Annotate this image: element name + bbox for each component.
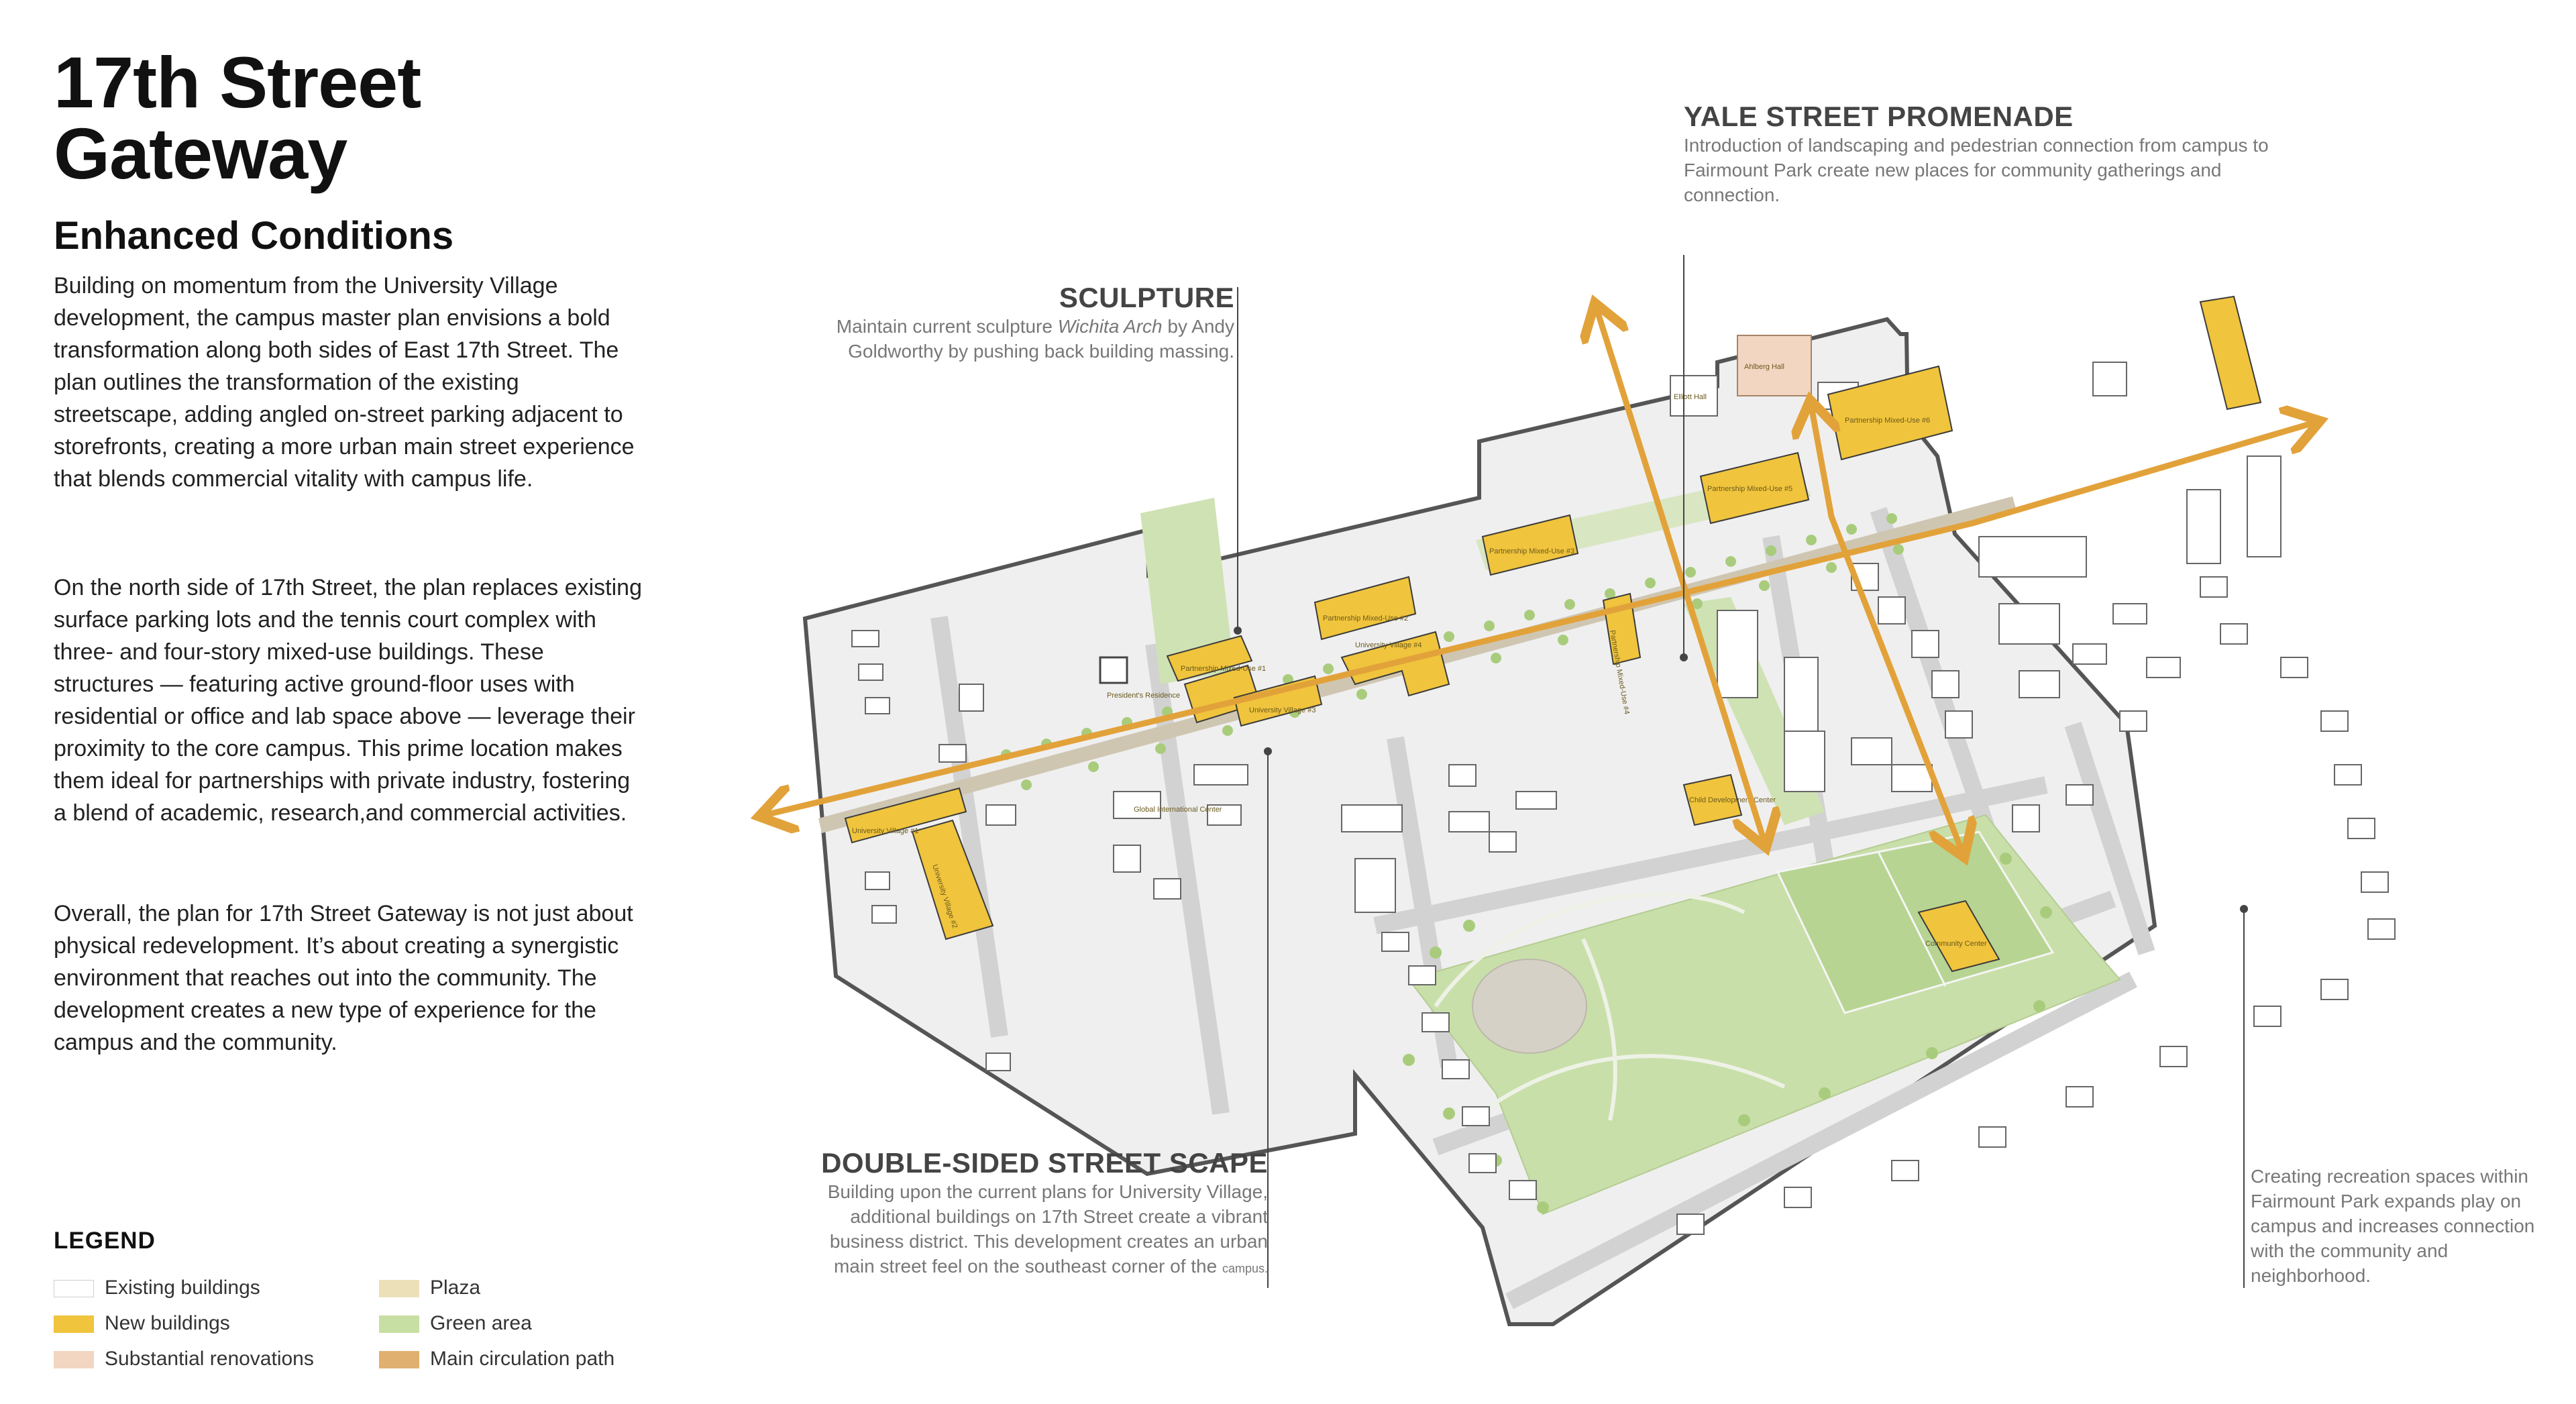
new-buildings xyxy=(844,295,2262,973)
callout-leaders xyxy=(1237,255,2245,1288)
intro-paragraph-2: On the north side of 17th Street, the pl… xyxy=(54,575,642,826)
legend-title: LEGEND xyxy=(54,1228,156,1254)
label-partnership-6: Partnership Mixed-Use #6 xyxy=(1845,417,1930,425)
callout-double-body: Building upon the current plans for Univ… xyxy=(798,1179,1268,1281)
label-elliott-hall: Elliott Hall xyxy=(1674,393,1707,401)
field-divider xyxy=(1877,851,1947,987)
label-ahlberg-hall: Ahlberg Hall xyxy=(1744,363,1784,371)
legend-swatch-green xyxy=(379,1315,419,1334)
title-line-1: 17th Street xyxy=(54,42,421,123)
label-presidents-residence: President's Residence xyxy=(1107,692,1180,700)
label-child-development: Child Development Center xyxy=(1689,796,1776,804)
callout-recreation-body: Creating recreation spaces within Fairmo… xyxy=(2251,1166,2535,1286)
legend-label: Plaza xyxy=(430,1277,481,1299)
callout-double-sided-streetscape: DOUBLE-SIDED STREET SCAPE Building upon … xyxy=(798,1147,1268,1281)
park-paths xyxy=(1434,892,1786,1129)
callout-sculpture-text-em: Wichita Arch xyxy=(1057,316,1163,337)
callout-yale-street-promenade: YALE STREET PROMENADE Introduction of la… xyxy=(1684,101,2288,207)
section-subtitle: Enhanced Conditions xyxy=(54,214,454,258)
label-community-center: Community Center xyxy=(1925,940,1987,948)
legend-label: Main circulation path xyxy=(430,1348,615,1370)
label-partnership-1: Partnership Mixed-Use #1 xyxy=(1181,665,1266,673)
legend-swatch-plaza xyxy=(379,1280,419,1298)
legend-label: Green area xyxy=(430,1312,532,1334)
label-partnership-2: Partnership Mixed-Use #2 xyxy=(1323,614,1408,623)
legend-item-circulation: Main circulation path xyxy=(379,1347,614,1371)
legend-item-green: Green area xyxy=(379,1311,532,1336)
label-partnership-3: Partnership Mixed-Use #3 xyxy=(1489,547,1574,555)
legend-swatch-new xyxy=(54,1315,94,1334)
callout-recreation: Creating recreation spaces within Fairmo… xyxy=(2251,1164,2546,1288)
legend-label: Substantial renovations xyxy=(105,1348,314,1370)
page-title: 17th Street Gateway xyxy=(54,42,657,194)
legend-label: New buildings xyxy=(105,1312,230,1334)
legend-label: Existing buildings xyxy=(105,1277,260,1299)
main-circulation-paths xyxy=(765,309,2314,852)
legend-item-new: New buildings xyxy=(54,1311,230,1336)
callout-sculpture-text-1: Maintain current sculpture xyxy=(836,316,1058,337)
ahlberg-hall xyxy=(1737,335,1812,396)
intro-paragraph-3: Overall, the plan for 17th Street Gatewa… xyxy=(54,901,633,1055)
presidents-residence xyxy=(1099,656,1128,684)
label-university-village-4: University Village #4 xyxy=(1355,641,1421,649)
legend-swatch-existing xyxy=(54,1280,94,1298)
legend-item-existing: Existing buildings xyxy=(54,1276,260,1300)
callout-double-head: DOUBLE-SIDED STREET SCAPE xyxy=(821,1147,1268,1179)
presidents-residence-lawn xyxy=(1140,498,1234,684)
elliott-hall xyxy=(1670,375,1718,417)
playground xyxy=(1472,959,1587,1054)
label-global-international: Global International Center xyxy=(1134,806,1222,814)
label-partnership-5: Partnership Mixed-Use #5 xyxy=(1707,485,1792,493)
intro-paragraph-1: Building on momentum from the University… xyxy=(54,273,635,492)
sports-fields xyxy=(1776,830,2055,1014)
callout-yale-body: Introduction of landscaping and pedestri… xyxy=(1684,135,2269,205)
campus-axonometric-map: University Village #1 University Village… xyxy=(738,255,2563,1328)
title-line-2: Gateway xyxy=(54,112,347,194)
legend-swatch-renovations xyxy=(54,1351,94,1369)
legend-item-renovations: Substantial renovations xyxy=(54,1347,314,1371)
callout-sculpture: SCULPTURE Maintain current sculpture Wic… xyxy=(792,282,1234,364)
callout-sculpture-text-2: by Andy Goldworthy by pushing back build… xyxy=(848,316,1234,362)
label-university-village-1: University Village #1 xyxy=(852,827,918,835)
callout-double-text-small: campus. xyxy=(1222,1262,1268,1275)
callout-leader-dots xyxy=(1234,627,2248,913)
legend-swatch-circulation xyxy=(379,1351,419,1369)
map-svg: University Village #1 University Village… xyxy=(738,255,2396,1326)
existing-buildings xyxy=(851,362,2396,1235)
callout-yale-head: YALE STREET PROMENADE xyxy=(1684,101,2074,132)
callout-sculpture-head: SCULPTURE xyxy=(1059,282,1234,313)
legend-item-plaza: Plaza xyxy=(379,1276,480,1300)
callout-sculpture-body: Maintain current sculpture Wichita Arch … xyxy=(792,314,1234,364)
callout-double-text: Building upon the current plans for Univ… xyxy=(827,1181,1268,1277)
label-university-village-3: University Village #3 xyxy=(1249,706,1316,714)
